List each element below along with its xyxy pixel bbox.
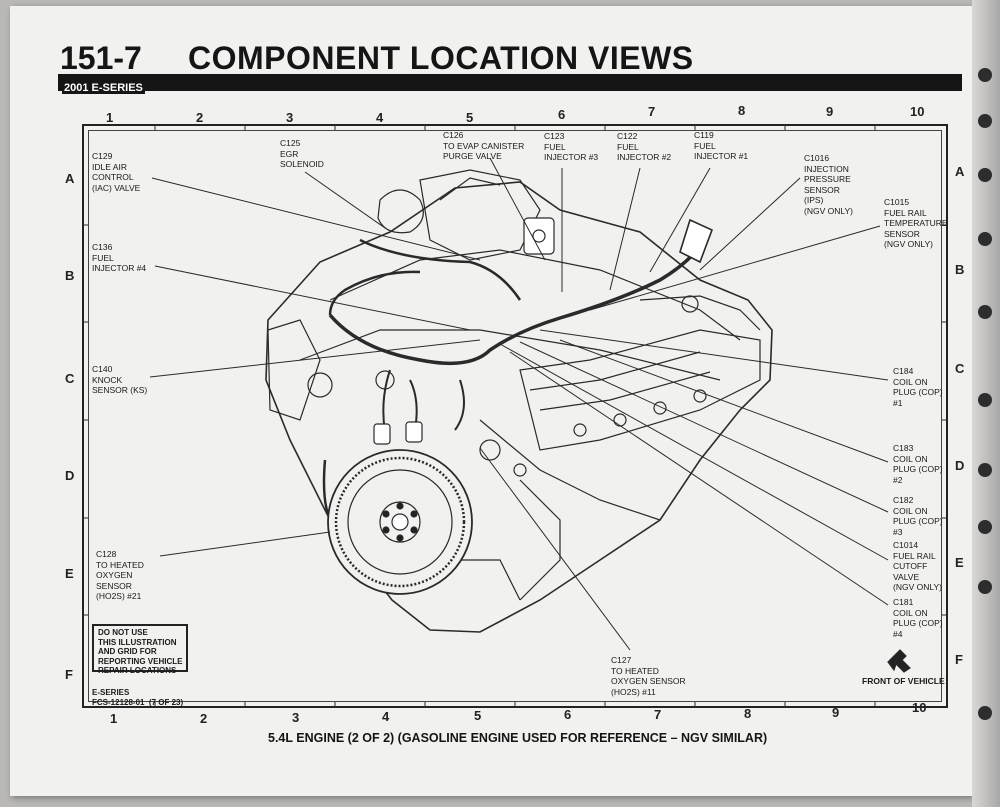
grid-col-label: 5 (466, 110, 474, 125)
binding-hole (978, 463, 992, 477)
grid-col-label: 8 (744, 706, 752, 721)
grid-col-label: 7 (648, 104, 656, 119)
callout-c125: C125 EGR SOLENOID (280, 138, 324, 169)
grid-row-label: D (65, 468, 75, 483)
binding-hole (978, 305, 992, 319)
callout-c123: C123 FUEL INJECTOR #3 (544, 131, 599, 162)
page-number: 151-7 (60, 40, 142, 76)
callout-c136: C136 FUEL INJECTOR #4 (92, 242, 147, 273)
callout-c181: C181 COIL ON PLUG (COP) #4 (893, 597, 943, 639)
grid-col-label: 1 (110, 711, 118, 726)
page-title: COMPONENT LOCATION VIEWS (188, 40, 694, 76)
callout-c126: C126 TO EVAP CANISTER PURGE VALVE (443, 130, 525, 161)
grid-col-label: 8 (738, 103, 746, 118)
grid-row-label: E (955, 555, 964, 570)
header-rule (58, 74, 962, 91)
grid-row-label: A (955, 164, 965, 179)
grid-col-label: 9 (826, 104, 834, 119)
grid-col-label: 1 (106, 110, 114, 125)
figure-id: E-SERIES FCS-12128-01 (7 OF 23) (92, 688, 184, 707)
callout-c1016: C1016 INJECTION PRESSURE SENSOR (IPS) (N… (804, 153, 853, 216)
callout-c182: C182 COIL ON PLUG (COP) #3 (893, 495, 943, 537)
grid-col-label: 4 (382, 709, 390, 724)
figure-caption: 5.4L ENGINE (2 OF 2) (GASOLINE ENGINE US… (268, 731, 768, 745)
grid-row-label: E (65, 566, 74, 581)
diagram-area (88, 130, 942, 702)
grid-col-label: 6 (564, 707, 572, 722)
grid-row-label: B (65, 268, 75, 283)
binding-hole (978, 393, 992, 407)
grid-col-label: 2 (196, 110, 204, 125)
grid-col-label: 9 (832, 705, 840, 720)
grid-row-label: B (955, 262, 965, 277)
leader-lines (149, 157, 889, 651)
grid-col-label: 6 (558, 107, 566, 122)
binding-hole (978, 168, 992, 182)
grid-col-label: 2 (200, 711, 208, 726)
grid-col-label: 5 (474, 708, 482, 723)
callout-c127: C127 TO HEATED OXYGEN SENSOR (HO2S) #11 (611, 655, 686, 697)
callout-c1014: C1014 FUEL RAIL CUTOFF VALVE (NGV ONLY) (893, 540, 942, 592)
grid-col-label: 10 (910, 104, 925, 119)
binding-hole (978, 68, 992, 82)
front-of-vehicle-label: FRONT OF VEHICLE (862, 676, 945, 686)
grid-ticks (82, 124, 948, 708)
grid-row-label: F (955, 652, 963, 667)
callout-c183: C183 COIL ON PLUG (COP) #2 (893, 443, 943, 485)
grid-row-label: C (955, 361, 965, 376)
callout-c119: C119 FUEL INJECTOR #1 (694, 130, 749, 161)
notice-text: DO NOT USE THIS ILLUSTRATION AND GRID FO… (98, 628, 183, 675)
manual-page (10, 6, 972, 796)
grid-col-label: 3 (286, 110, 294, 125)
callout-c184: C184 COIL ON PLUG (COP) #1 (893, 366, 943, 408)
grid-col-label: 3 (292, 710, 300, 725)
callout-c122: C122 FUEL INJECTOR #2 (617, 131, 672, 162)
grid-row-label: F (65, 667, 73, 682)
grid-col-label: 10 (912, 700, 927, 715)
callout-c1015: C1015 FUEL RAIL TEMPERATURE SENSOR (NGV … (884, 197, 948, 249)
callout-c128: C128 TO HEATED OXYGEN SENSOR (HO2S) #21 (96, 549, 144, 601)
grid-col-label: 4 (376, 110, 384, 125)
grid-row-label: C (65, 371, 75, 386)
front-arrow (887, 649, 911, 673)
binding-hole (978, 232, 992, 246)
notice-box (92, 624, 188, 672)
callout-c129: C129 IDLE AIR CONTROL (IAC) VALVE (92, 151, 141, 193)
grid-row-label: A (65, 171, 75, 186)
binding-hole (978, 520, 992, 534)
grid-row-label: D (955, 458, 965, 473)
series-label: 2001 E-SERIES (62, 82, 145, 94)
binding-hole (978, 706, 992, 720)
grid-col-label: 7 (654, 707, 662, 722)
binding-hole (978, 114, 992, 128)
callout-c140: C140 KNOCK SENSOR (KS) (92, 364, 148, 395)
binding-hole (978, 580, 992, 594)
